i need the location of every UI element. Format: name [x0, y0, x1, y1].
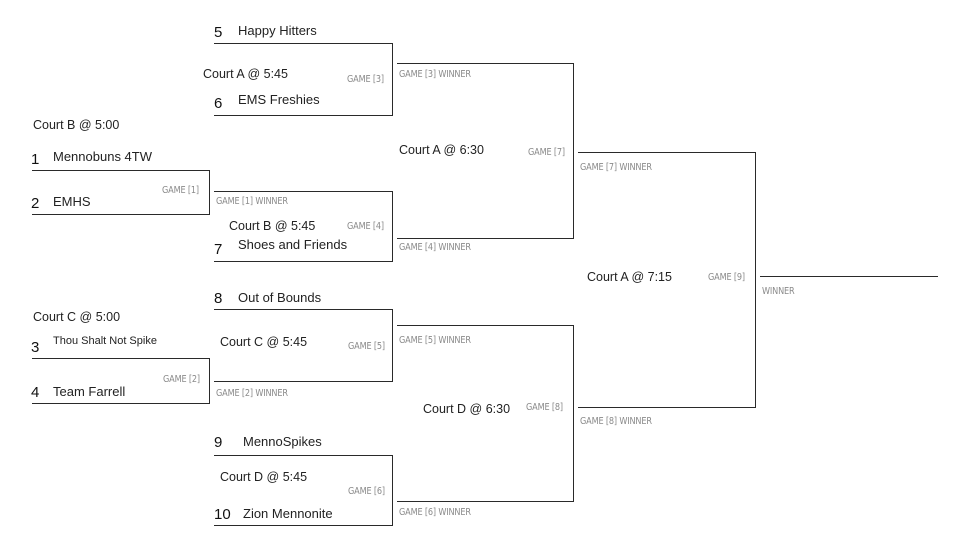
- court-time-game-9: Court A @ 7:15: [587, 270, 672, 284]
- bracket-line-seed-6: [214, 115, 393, 116]
- game-label-4: GAME [4]: [347, 221, 384, 232]
- court-time-game-8: Court D @ 6:30: [423, 402, 511, 416]
- bracket-connector-game-3: [392, 43, 393, 116]
- team-name-seed-6: EMS Freshies: [238, 92, 320, 107]
- team-name-seed-8: Out of Bounds: [238, 290, 322, 305]
- team-name-seed-10: Zion Mennonite: [243, 506, 333, 521]
- winner-label-game-2: GAME [2] WINNER: [216, 388, 288, 399]
- court-time-game-4: Court B @ 5:45: [229, 219, 316, 233]
- game-label-2: GAME [2]: [163, 374, 200, 385]
- bracket-line-game-3-winner: [397, 63, 574, 64]
- bracket-line-game-5-winner: [397, 325, 574, 326]
- winner-label-game-1: GAME [1] WINNER: [216, 196, 288, 207]
- seed-number-3: 3: [31, 339, 40, 356]
- seed-number-8: 8: [214, 290, 223, 307]
- game-label-8: GAME [8]: [526, 402, 563, 413]
- winner-label-game-5: GAME [5] WINNER: [399, 335, 471, 346]
- court-time-game-6: Court D @ 5:45: [220, 470, 308, 484]
- bracket-line-seed-2: [32, 214, 210, 215]
- game-label-9: GAME [9]: [708, 272, 745, 283]
- team-name-seed-2: EMHS: [53, 194, 91, 209]
- game-label-5: GAME [5]: [348, 341, 385, 352]
- bracket-connector-game-9: [755, 152, 756, 408]
- game-label-6: GAME [6]: [348, 486, 385, 497]
- seed-number-5: 5: [214, 24, 223, 41]
- team-name-seed-9: MennoSpikes: [243, 434, 322, 449]
- court-time-game-2: Court C @ 5:00: [33, 310, 121, 324]
- bracket-line-game-6-winner: [397, 501, 574, 502]
- bracket-line-seed-3: [32, 358, 210, 359]
- team-name-seed-1: Mennobuns 4TW: [53, 149, 152, 164]
- bracket-line-game-4-winner: [397, 238, 574, 239]
- bracket-connector-game-2: [209, 358, 210, 404]
- bracket-line-game-1-winner: [214, 191, 393, 192]
- bracket-line-seed-5: [214, 43, 393, 44]
- seed-number-9: 9: [214, 434, 223, 451]
- court-time-game-3: Court A @ 5:45: [203, 67, 288, 81]
- bracket-line-seed-8: [214, 309, 393, 310]
- court-time-game-5: Court C @ 5:45: [220, 335, 308, 349]
- team-name-seed-5: Happy Hitters: [238, 23, 317, 38]
- bracket-connector-game-5: [392, 309, 393, 382]
- court-time-game-1: Court B @ 5:00: [33, 118, 120, 132]
- court-time-game-7: Court A @ 6:30: [399, 143, 484, 157]
- bracket-connector-game-7: [573, 63, 574, 239]
- seed-number-2: 2: [31, 195, 40, 212]
- bracket-line-seed-1: [32, 170, 210, 171]
- winner-label-game-7: GAME [7] WINNER: [580, 162, 652, 173]
- seed-number-1: 1: [31, 151, 40, 168]
- bracket-line-seed-4: [32, 403, 210, 404]
- winner-label-game-4: GAME [4] WINNER: [399, 242, 471, 253]
- seed-number-6: 6: [214, 95, 223, 112]
- game-label-3: GAME [3]: [347, 74, 384, 85]
- winner-label-game-6: GAME [6] WINNER: [399, 507, 471, 518]
- bracket-line-seed-10: [214, 525, 393, 526]
- bracket-line-game-7-winner: [578, 152, 756, 153]
- bracket-connector-game-4: [392, 191, 393, 262]
- team-name-seed-3: Thou Shalt Not Spike: [53, 335, 157, 347]
- bracket-line-seed-9: [214, 455, 393, 456]
- bracket-line-game-2-winner: [214, 381, 393, 382]
- bracket-connector-game-8: [573, 325, 574, 502]
- winner-label-game-3: GAME [3] WINNER: [399, 69, 471, 80]
- seed-number-10: 10: [214, 506, 231, 523]
- bracket-connector-game-1: [209, 170, 210, 215]
- bracket-line-champion: [760, 276, 938, 277]
- bracket-line-game-8-winner: [578, 407, 756, 408]
- winner-label-game-8: GAME [8] WINNER: [580, 416, 652, 427]
- team-name-seed-4: Team Farrell: [53, 384, 126, 399]
- team-name-seed-7: Shoes and Friends: [238, 237, 348, 252]
- bracket-connector-game-6: [392, 455, 393, 526]
- game-label-7: GAME [7]: [528, 147, 565, 158]
- winner-label-final: WINNER: [762, 286, 795, 297]
- bracket-line-seed-7: [214, 261, 393, 262]
- game-label-1: GAME [1]: [162, 185, 199, 196]
- seed-number-7: 7: [214, 241, 223, 258]
- seed-number-4: 4: [31, 384, 40, 401]
